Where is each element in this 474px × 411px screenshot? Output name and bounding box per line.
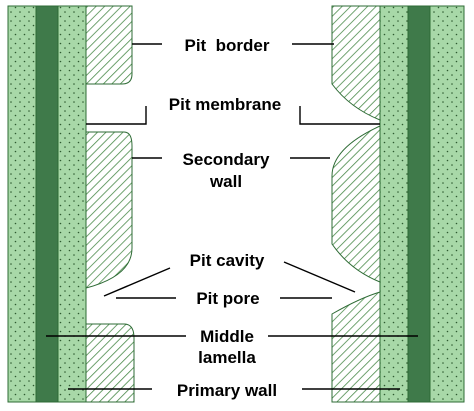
pit-cavity-leader-left [103, 267, 171, 297]
labels: Pit border Pit membrane Secondary wall P… [169, 36, 281, 400]
right-secondary-wall-middle [331, 125, 381, 283]
leader-lines [46, 43, 418, 390]
left-middle-lamella [35, 5, 59, 403]
left-secondary-wall-bottom [85, 323, 135, 403]
right-secondary-wall-top [331, 5, 381, 121]
right-secondary-wall-bottom [331, 291, 381, 403]
left-secondary-wall-middle [85, 131, 133, 289]
right-cell-wall [331, 5, 465, 403]
left-cell-wall [7, 5, 135, 403]
right-primary-wall-outer [429, 5, 465, 403]
right-middle-lamella [407, 5, 431, 403]
pit-border-label: Pit border [184, 36, 269, 55]
secondary-wall-label-line2: wall [209, 172, 242, 191]
pit-pore-label: Pit pore [196, 289, 259, 308]
left-secondary-wall-top [85, 5, 133, 85]
pit-membrane-leader-left [86, 106, 147, 125]
left-primary-wall-outer [7, 5, 37, 403]
middle-lamella-label-line1: Middle [200, 327, 254, 346]
left-primary-wall-inner [57, 5, 87, 403]
pit-cavity-leader-right [283, 261, 356, 293]
primary-wall-label: Primary wall [177, 381, 277, 400]
middle-lamella-label-line2: lamella [198, 348, 256, 367]
pit-membrane-leader-right [299, 106, 380, 125]
secondary-wall-label-line1: Secondary [183, 150, 270, 169]
pit-membrane-label: Pit membrane [169, 95, 281, 114]
right-primary-wall-inner [379, 5, 409, 403]
pit-cavity-label: Pit cavity [190, 251, 265, 270]
